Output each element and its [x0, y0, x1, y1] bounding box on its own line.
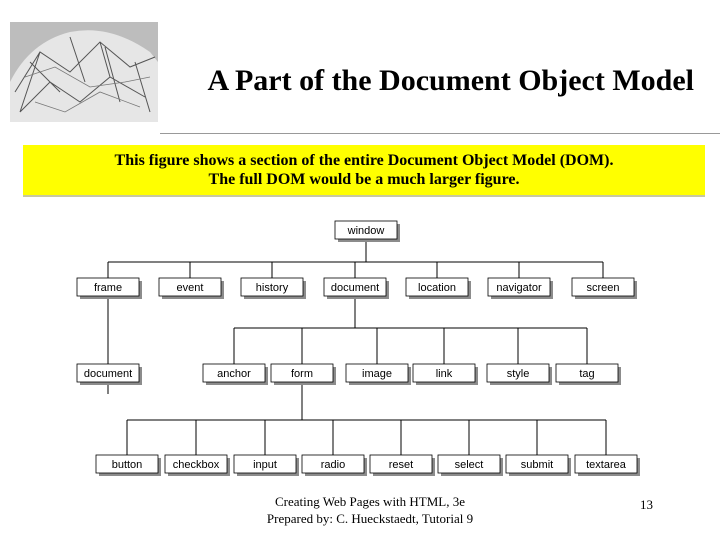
crumpled-paper-image	[10, 22, 158, 122]
node-label: window	[347, 225, 385, 237]
title-divider	[160, 133, 720, 134]
node-form: form	[270, 363, 336, 385]
caption-line-2: The full DOM would be a much larger figu…	[208, 171, 520, 188]
node-link: link	[412, 363, 478, 385]
node-label: image	[362, 368, 392, 380]
node-document: document	[323, 277, 389, 299]
node-textarea: textarea	[574, 454, 640, 476]
node-label: history	[256, 282, 289, 294]
slide-footer: Creating Web Pages with HTML, 3e Prepare…	[200, 493, 540, 527]
node-image: image	[345, 363, 411, 385]
node-label: checkbox	[173, 459, 220, 471]
node-frame: frame	[76, 277, 142, 299]
node-label: style	[507, 368, 530, 380]
node-screen: screen	[571, 277, 637, 299]
node-event: event	[158, 277, 224, 299]
slide-title: A Part of the Document Object Model	[207, 64, 694, 97]
node-submit: submit	[505, 454, 571, 476]
node-anchor: anchor	[202, 363, 268, 385]
node-label: reset	[389, 459, 413, 471]
node-input: input	[233, 454, 299, 476]
node-history: history	[240, 277, 306, 299]
node-select: select	[437, 454, 503, 476]
caption-banner: This figure shows a section of the entir…	[23, 145, 705, 197]
node-label: event	[177, 282, 204, 294]
node-radio: radio	[301, 454, 367, 476]
node-window: window	[334, 220, 400, 242]
node-navigator: navigator	[487, 277, 553, 299]
node-checkbox: checkbox	[164, 454, 230, 476]
node-label: select	[455, 459, 484, 471]
node-label: screen	[586, 282, 619, 294]
node-style: style	[486, 363, 552, 385]
node-label: submit	[521, 459, 553, 471]
node-label: button	[112, 459, 143, 471]
node-label: radio	[321, 459, 345, 471]
node-label: textarea	[586, 459, 627, 471]
node-label: input	[253, 459, 277, 471]
caption-line-1: This figure shows a section of the entir…	[114, 152, 614, 169]
node-label: location	[418, 282, 456, 294]
node-label: document	[84, 368, 132, 380]
page-number: 13	[640, 497, 653, 512]
node-button: button	[95, 454, 161, 476]
node-label: navigator	[496, 282, 542, 294]
footer-line-2: Prepared by: C. Hueckstaedt, Tutorial 9	[266, 511, 474, 526]
node-label: frame	[94, 282, 122, 294]
node-tag: tag	[555, 363, 621, 385]
node-label: link	[436, 368, 453, 380]
node-label: document	[331, 282, 379, 294]
node-label: anchor	[217, 368, 251, 380]
node-label: tag	[579, 368, 594, 380]
tree-connectors	[107, 240, 607, 455]
node-reset: reset	[369, 454, 435, 476]
node-label: form	[291, 368, 313, 380]
footer-line-1: Creating Web Pages with HTML, 3e	[274, 494, 466, 509]
node-document-child: document	[76, 363, 142, 385]
node-location: location	[405, 277, 471, 299]
